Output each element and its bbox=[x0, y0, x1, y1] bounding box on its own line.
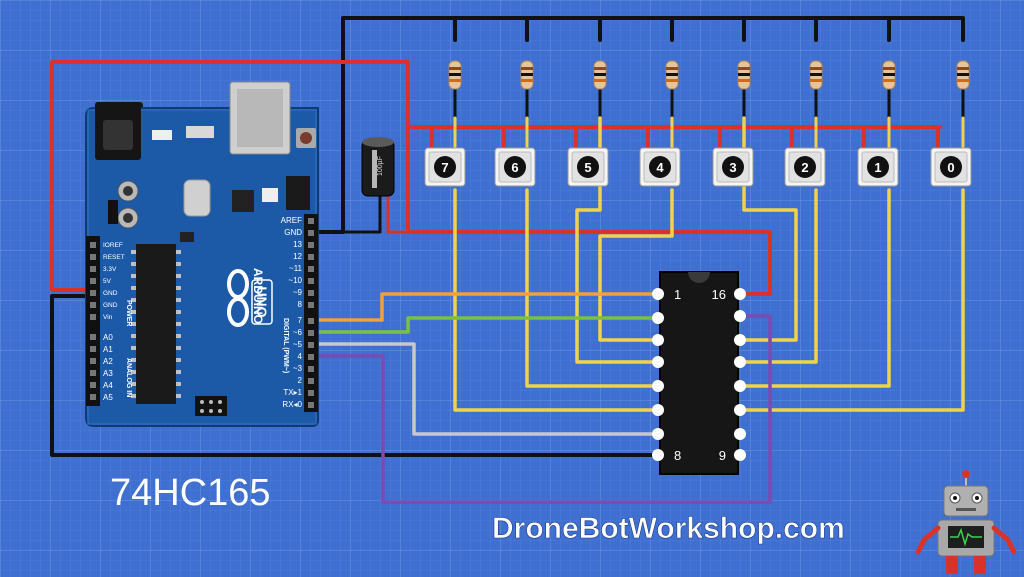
pin-label: RX◂0 bbox=[282, 400, 302, 409]
vcc-wire bbox=[50, 60, 772, 296]
pin-label: A4 bbox=[103, 381, 113, 390]
gnd-to-pin8 bbox=[50, 294, 660, 457]
button-label: 4 bbox=[656, 160, 664, 175]
button-label: 1 bbox=[874, 160, 881, 175]
pin-label: 12 bbox=[293, 252, 302, 261]
arduino-brand: ARDUINO bbox=[251, 268, 265, 324]
resistors bbox=[448, 60, 970, 90]
clock-wire bbox=[316, 342, 660, 436]
robot-mascot-icon bbox=[915, 470, 1017, 574]
pin-label: IOREF bbox=[103, 242, 123, 249]
button-label: 3 bbox=[729, 160, 736, 175]
push-button-4: 4 bbox=[639, 147, 681, 187]
chip-pin-1-label: 1 bbox=[674, 287, 681, 302]
chip-pin-8-label: 8 bbox=[674, 448, 681, 463]
button-label: 2 bbox=[801, 160, 808, 175]
pin-label: ~6 bbox=[293, 328, 303, 337]
pin-label: 5V bbox=[103, 278, 112, 285]
svg-text:100µF: 100µF bbox=[377, 156, 384, 176]
arduino-logo: ARDUINO bbox=[227, 268, 265, 327]
push-button-1: 1 bbox=[857, 147, 899, 187]
pin-label: A0 bbox=[103, 333, 113, 342]
pin-label: ~9 bbox=[293, 288, 303, 297]
pin-label: GND bbox=[284, 228, 302, 237]
diagram-title: 74HC165 bbox=[110, 472, 271, 514]
chip-pin-9-label: 9 bbox=[719, 448, 726, 463]
clock-enable-wire bbox=[316, 316, 660, 334]
push-button-3: 3 bbox=[712, 147, 754, 187]
pin-label: AREF bbox=[281, 216, 302, 225]
pin-label: RESET bbox=[103, 254, 125, 261]
pin-label: A5 bbox=[103, 393, 113, 402]
capacitor: 100µF bbox=[361, 137, 395, 197]
arduino-model: UNO bbox=[254, 286, 270, 317]
push-button-5: 5 bbox=[567, 147, 609, 187]
pin-label: 7 bbox=[298, 316, 303, 325]
chip-pin-16-label: 16 bbox=[712, 287, 726, 302]
pin-label: 13 bbox=[293, 240, 302, 249]
power-analog-header bbox=[86, 236, 100, 406]
push-button-7: 7 bbox=[424, 147, 466, 187]
power-label: POWER bbox=[125, 300, 132, 326]
pin-label: 2 bbox=[298, 376, 303, 385]
analog-label: ANALOG IN bbox=[125, 358, 132, 397]
data-wire bbox=[316, 314, 772, 504]
pin-label: A3 bbox=[103, 369, 113, 378]
pin-label: Vin bbox=[103, 314, 113, 321]
digital-label: DIGITAL (PWM~) bbox=[282, 318, 289, 373]
button-label: 7 bbox=[441, 160, 448, 175]
pin-label: GND bbox=[103, 290, 118, 297]
load-wire bbox=[316, 292, 660, 322]
pin-label: 8 bbox=[298, 300, 303, 309]
push-buttons: 7 6 5 4 3 2 bbox=[424, 147, 972, 187]
pin-label: 3.3V bbox=[103, 266, 117, 273]
pin-label: TX▸1 bbox=[283, 388, 302, 397]
pin-label: A1 bbox=[103, 345, 113, 354]
button-label: 5 bbox=[584, 160, 591, 175]
website-label: DroneBotWorkshop.com bbox=[492, 512, 845, 545]
push-button-0: 0 bbox=[930, 147, 972, 187]
atmega-chip bbox=[136, 244, 176, 404]
button-label: 6 bbox=[511, 160, 518, 175]
ground-drops bbox=[453, 16, 891, 42]
pin-label: ~11 bbox=[289, 264, 303, 273]
push-button-6: 6 bbox=[494, 147, 536, 187]
digital-header bbox=[304, 214, 318, 412]
pin-label: A2 bbox=[103, 357, 113, 366]
pin-label: ~5 bbox=[293, 340, 303, 349]
push-button-2: 2 bbox=[784, 147, 826, 187]
pin-label: GND bbox=[103, 302, 118, 309]
arduino-uno-board: AREF GND 13 12 ~11 ~10 ~9 8 7 ~6 ~5 4 ~3… bbox=[85, 81, 319, 427]
pin-label: 4 bbox=[298, 352, 303, 361]
button-label: 0 bbox=[947, 160, 954, 175]
pin-label: ~10 bbox=[288, 276, 302, 285]
pin-label: ~3 bbox=[293, 364, 303, 373]
ground-wire-top bbox=[341, 16, 965, 234]
shift-register-chip: 1 8 16 9 bbox=[652, 271, 746, 475]
